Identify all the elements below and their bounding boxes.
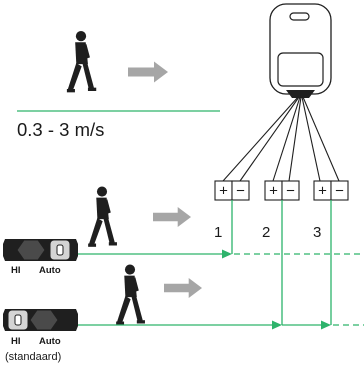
arrowhead-icon (222, 249, 232, 259)
terminal-3-plus: + (318, 183, 327, 200)
terminal-number-3: 3 (313, 224, 322, 241)
terminal-number-2: 2 (262, 224, 271, 241)
walking-person-icon (88, 186, 117, 247)
speed-range-label: 0.3 - 3 m/s (17, 119, 105, 140)
pir-sensor-icon (269, 3, 332, 98)
terminal-3-minus: − (335, 183, 344, 200)
dip-switch-icon (3, 239, 78, 261)
default-setting-note: (standaard) (5, 351, 62, 363)
sensor-cable-fan (222, 96, 340, 182)
arrowhead-icon (272, 320, 282, 330)
right-arrow-icon (153, 207, 191, 227)
walking-person-icon (66, 30, 97, 93)
switch-1-auto-label: Auto (39, 265, 61, 276)
terminal-2-plus: + (269, 183, 278, 200)
terminal-1-minus: − (236, 183, 245, 200)
switch-2-auto-label: Auto (39, 336, 61, 347)
dip-switch-icon (3, 309, 78, 331)
terminal-block-1: + − (214, 180, 250, 201)
arrowhead-icon (321, 320, 331, 330)
switch-2-hi-label: HI (11, 336, 21, 347)
detection-verticals (231, 200, 332, 325)
terminal-block-2: + − (264, 180, 300, 201)
right-arrow-icon (164, 278, 202, 298)
terminal-number-1: 1 (214, 224, 223, 241)
switch-1-hi-label: HI (11, 265, 21, 276)
walking-person-icon (116, 264, 145, 325)
right-arrow-icon (128, 61, 168, 83)
terminal-2-minus: − (286, 183, 295, 200)
terminal-block-3: + − (313, 180, 349, 201)
terminal-1-plus: + (219, 183, 228, 200)
